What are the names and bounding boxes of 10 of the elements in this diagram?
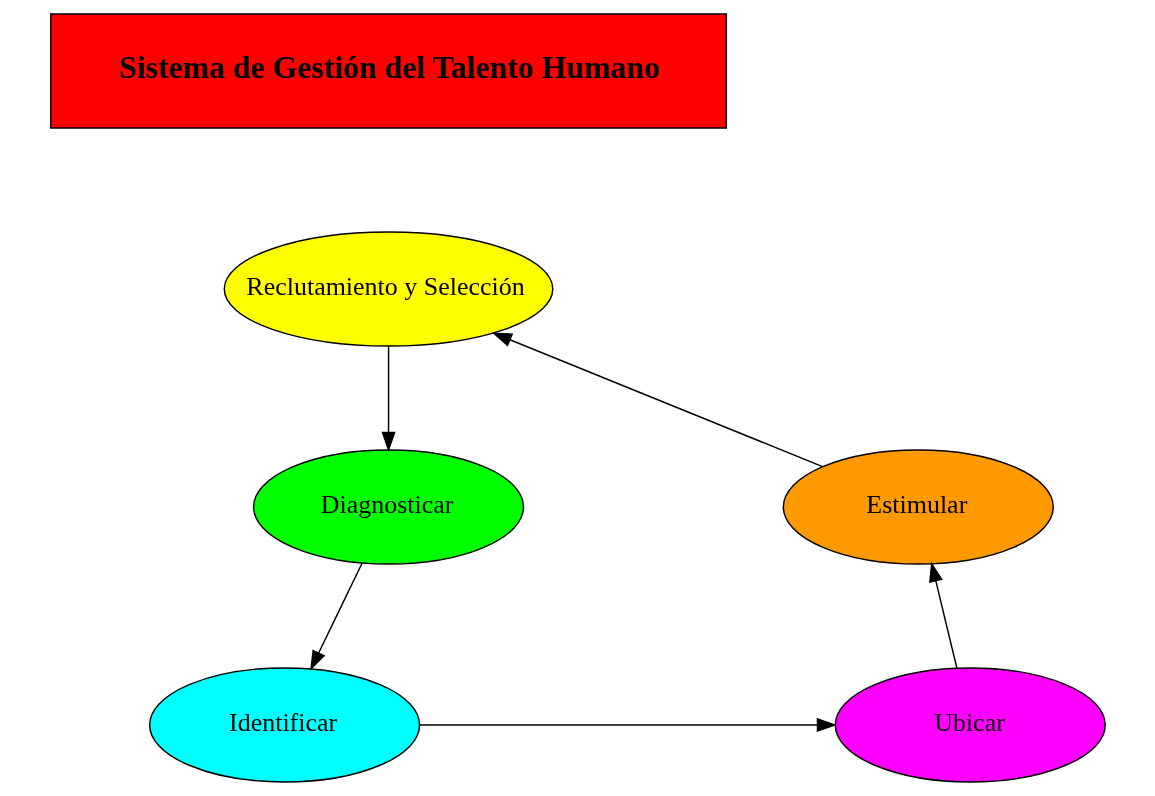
node-ellipse: Identificar [148, 667, 420, 783]
arrow [309, 562, 363, 671]
node-ellipse: Ubicar [834, 667, 1106, 783]
node-box: Sistema de Gestión del Talento Humano [49, 13, 727, 129]
arrow [928, 561, 958, 669]
arrow [380, 345, 396, 453]
arrow [418, 717, 837, 733]
node-ellipse: Estimular [782, 449, 1054, 565]
node-ellipse: Diagnosticar [252, 449, 524, 565]
arrow [491, 332, 823, 468]
